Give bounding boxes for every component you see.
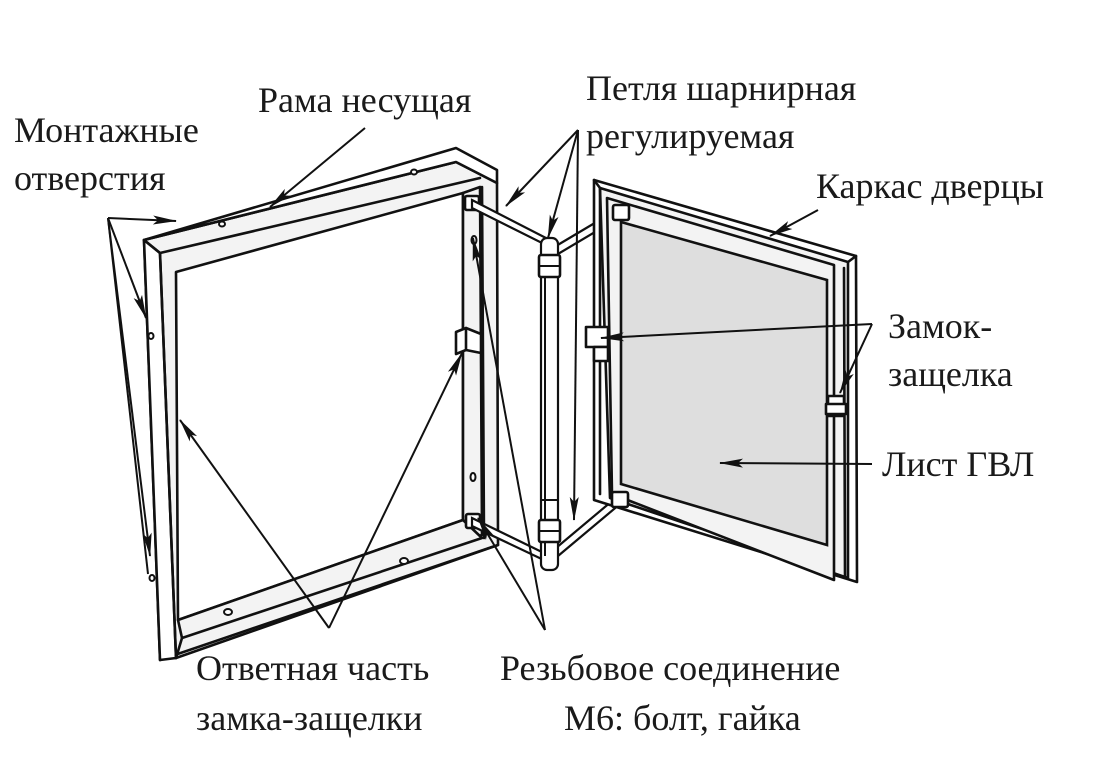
label-hinge-line2: регулируемая xyxy=(586,116,795,156)
mounting-hole xyxy=(223,608,233,616)
mounting-hole xyxy=(469,472,477,482)
label-door-frame: Каркас дверцы xyxy=(816,166,1044,206)
door-hinge-mount-top xyxy=(611,203,631,222)
leader-lines xyxy=(107,127,873,631)
support-frame xyxy=(142,146,500,662)
label-strike-line1: Ответная часть xyxy=(196,648,429,688)
label-threaded-line1: Резьбовое соединение xyxy=(500,648,840,688)
door-hinge-mount-bottom xyxy=(610,490,630,509)
mounting-hole xyxy=(148,574,156,582)
latch-strike-plate xyxy=(454,326,483,356)
label-gvl-sheet: Лист ГВЛ xyxy=(882,444,1034,484)
label-strike-line2: замка-защелки xyxy=(196,698,423,738)
frame-top-edge xyxy=(142,146,499,242)
mounting-hole xyxy=(410,168,418,176)
label-threaded-line2: М6: болт, гайка xyxy=(564,698,801,738)
mounting-hole xyxy=(399,557,409,565)
door xyxy=(584,178,859,584)
label-latch-line1: Замок- xyxy=(888,306,992,346)
mounting-hole xyxy=(147,332,155,340)
labels: Монтажные отверстия Рама несущая Петля ш… xyxy=(14,68,1044,738)
label-mounting-holes-line1: Монтажные xyxy=(14,110,199,150)
label-latch-line2: защелка xyxy=(888,354,1013,394)
label-support-frame: Рама несущая xyxy=(258,80,471,120)
mounting-hole xyxy=(218,220,226,228)
label-hinge-line1: Петля шарнирная xyxy=(586,68,856,108)
label-mounting-holes-line2: отверстия xyxy=(14,158,166,198)
